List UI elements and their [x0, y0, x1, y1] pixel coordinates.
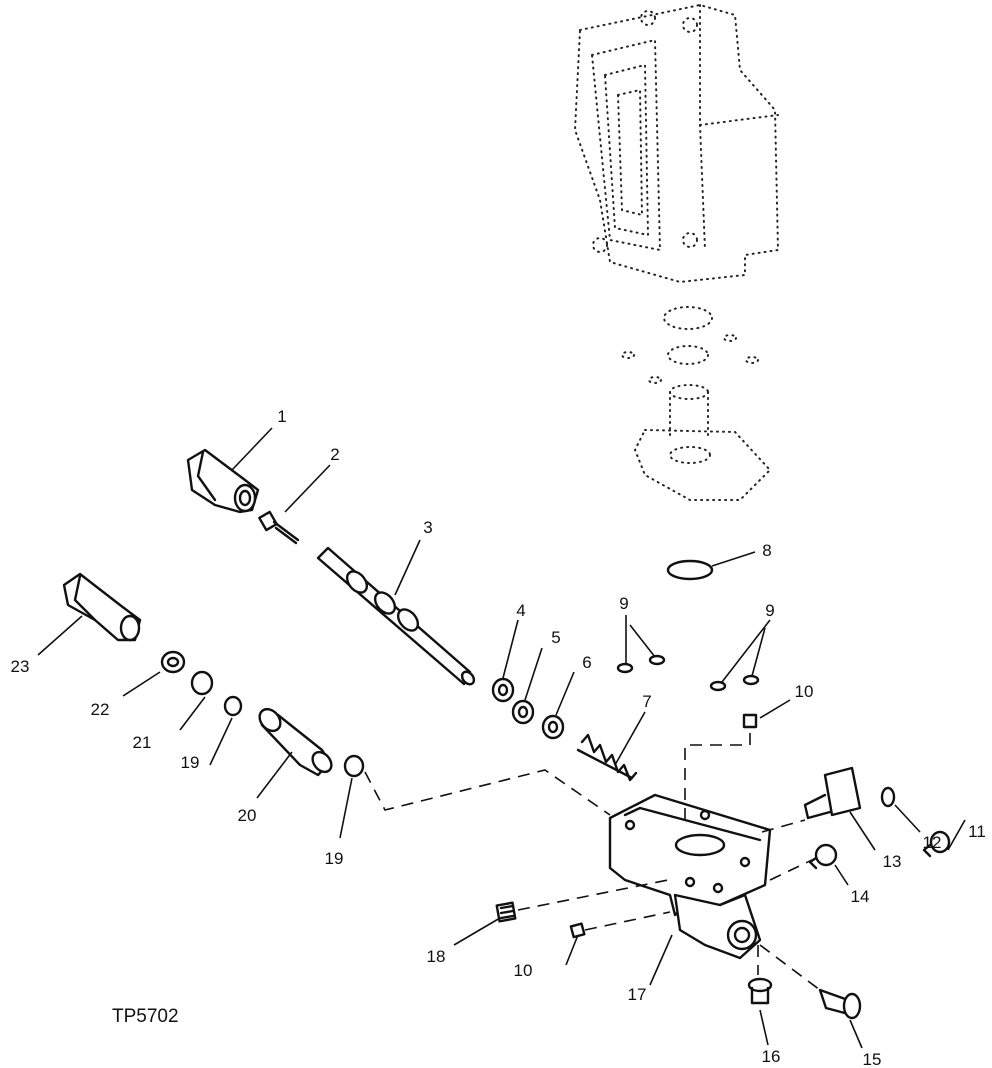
callout-16: 16: [762, 1047, 781, 1066]
part-19-o-ring-lower: [343, 754, 365, 778]
callout-15: 15: [863, 1050, 882, 1068]
part-5-washer: [511, 699, 535, 725]
part-21-o-ring: [190, 670, 214, 696]
part-12-o-ring: [880, 786, 896, 808]
leader-lines: [37, 427, 966, 1049]
part-18-fitting: [495, 901, 517, 923]
part-14-plug: [808, 843, 838, 870]
part-23-relief-valve: [62, 572, 142, 642]
callout-23: 23: [11, 657, 30, 676]
callout-6: 6: [582, 653, 591, 672]
callout-7: 7: [642, 692, 651, 711]
part-10-plug-lower: [569, 922, 586, 939]
callout-11: 11: [968, 822, 986, 841]
callout-8: 8: [762, 541, 771, 560]
part-10-plug-upper: [742, 713, 758, 729]
callout-22: 22: [91, 700, 110, 719]
part-9-o-rings-right: [709, 674, 760, 692]
callout-19-upper: 19: [181, 753, 200, 772]
figure-id-label: TP5702: [112, 1006, 179, 1027]
callout-18: 18: [427, 947, 446, 966]
callout-21: 21: [133, 733, 152, 752]
callout-13: 13: [883, 852, 902, 871]
part-13-fitting: [803, 766, 862, 820]
callout-5: 5: [551, 628, 560, 647]
callout-1: 1: [277, 407, 286, 426]
callout-2: 2: [330, 445, 339, 464]
callout-4: 4: [516, 601, 525, 620]
part-9-o-rings-left: [616, 654, 666, 674]
part-2-bolt: [258, 510, 300, 545]
callout-17: 17: [628, 985, 647, 1004]
callout-19-lower: 19: [325, 849, 344, 868]
phantom-pump-housing: [573, 3, 780, 284]
part-17-valve-body: [608, 793, 772, 960]
part-20-spool: [258, 707, 333, 777]
part-15-plug: [818, 988, 862, 1020]
part-6-washer: [541, 714, 565, 740]
part-8-o-ring: [666, 559, 714, 581]
callout-9-right: 9: [765, 601, 774, 620]
callout-labels: 1 2 3 4 5 6 7 8 9 9 10 10 11 12 13 14 15…: [11, 407, 986, 1068]
part-7-spring: [576, 733, 638, 782]
callout-12: 12: [923, 833, 942, 852]
part-11-plug: [922, 830, 951, 858]
part-3-spool: [316, 546, 476, 686]
part-4-washer: [491, 677, 515, 703]
callout-3: 3: [423, 518, 432, 537]
part-19-o-ring-upper: [223, 695, 243, 717]
callout-10-lower: 10: [514, 961, 533, 980]
assembly-lines: [364, 730, 821, 991]
callout-10-upper: 10: [795, 682, 814, 701]
phantom-gasket-adapter: [621, 306, 772, 501]
callout-20: 20: [238, 806, 257, 825]
callout-14: 14: [851, 887, 870, 906]
part-16-plug: [747, 977, 773, 1005]
part-1-relief-valve: [186, 448, 260, 514]
part-22-washer: [160, 650, 186, 674]
callout-9-left: 9: [619, 594, 628, 613]
